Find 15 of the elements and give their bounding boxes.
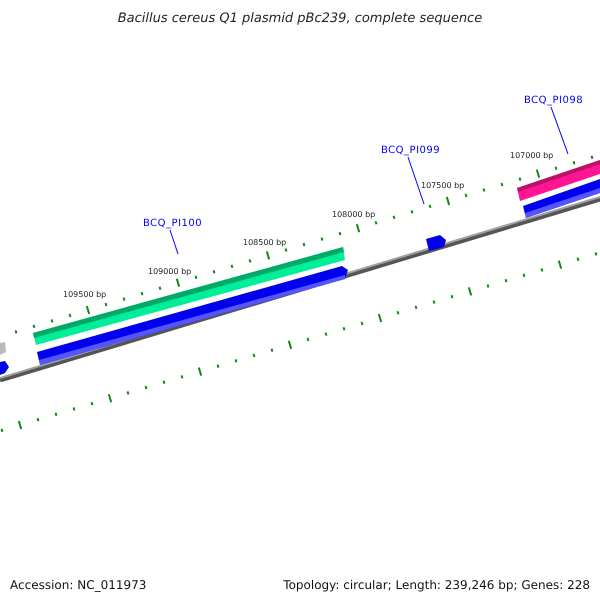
gene-label: BCQ_PI098 <box>524 94 584 107</box>
tick-label: 107000 bp <box>510 150 554 162</box>
tick-label: 108500 bp <box>243 237 286 249</box>
gene-label: BCQ_PI099 <box>381 144 440 157</box>
leader-line <box>550 106 568 154</box>
footer-text: Accession: NC_011973 <box>10 577 146 594</box>
title: Bacillus cereus Q1 plasmid pBc239, complete sequence <box>118 10 482 28</box>
leader-line <box>408 156 424 204</box>
tick-label: 108000 bp <box>332 209 376 221</box>
tick-label: 109000 bp <box>148 266 192 278</box>
tick-label: 109500 bp <box>63 289 106 301</box>
footer-text: Topology: circular; Length: 239,246 bp; Genes: 228 <box>283 577 590 594</box>
leader-line <box>170 230 178 254</box>
tick-label: 107500 bp <box>421 180 464 192</box>
gene-label: BCQ_PI100 <box>143 217 202 230</box>
